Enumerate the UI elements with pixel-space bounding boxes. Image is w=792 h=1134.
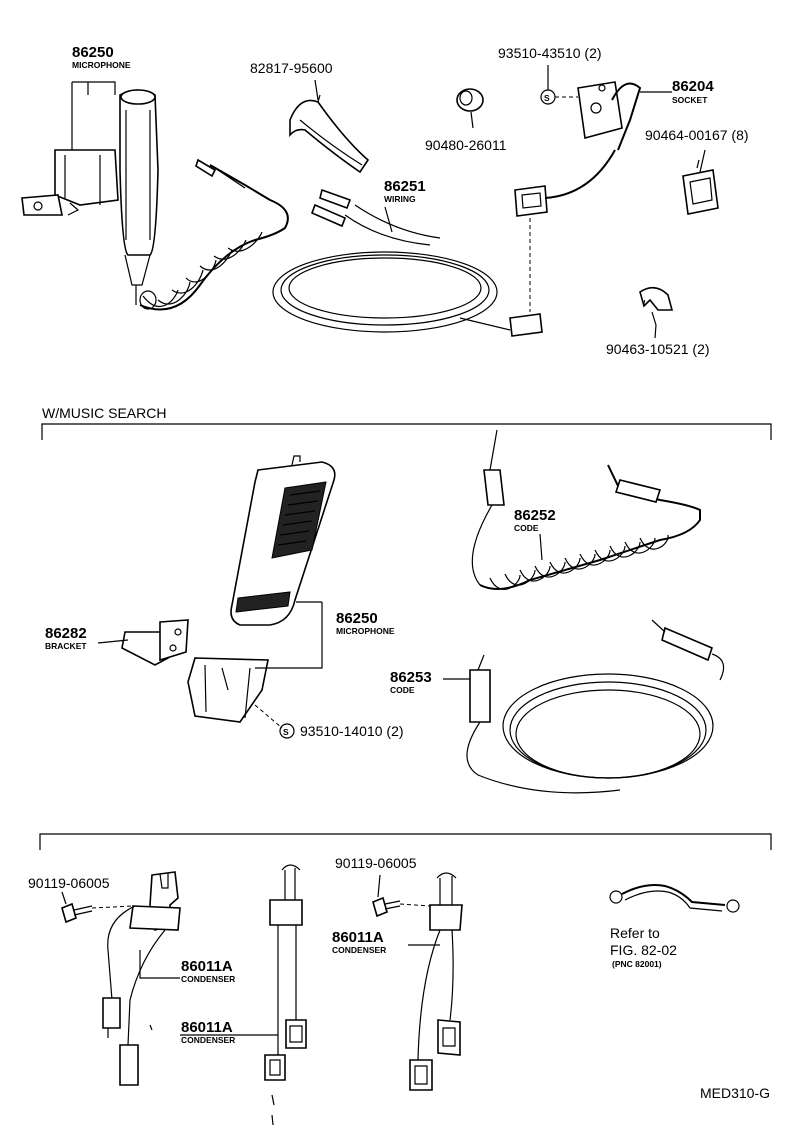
condenser-right-icon: [409, 872, 463, 1091]
condenser-middle-part-name: CONDENSER: [181, 1035, 235, 1045]
leader-grommet: [470, 111, 474, 129]
clip-icon: [682, 159, 719, 215]
condenser-middle-icon: [264, 864, 307, 1081]
grommet-part-number: 90480-26011: [425, 137, 507, 153]
ground-strap-icon: [609, 884, 740, 913]
code2-part-name: CODE: [390, 685, 415, 695]
socket-screw-part-number: 93510-43510 (2): [498, 45, 602, 61]
mic-holder-bracket-icon: [21, 149, 119, 216]
screw-dash-line: [254, 704, 283, 729]
mic-music-search-part-number: 86250: [336, 610, 378, 627]
clip-part-number: 90464-00167 (8): [645, 127, 749, 143]
coiled-cord-top-icon: [139, 158, 289, 311]
clamp-icon: [639, 286, 674, 326]
refer-pnc-label: (PNC 82001): [612, 959, 662, 969]
s-symbol-middle-text: S: [283, 727, 289, 737]
leader-code1: [539, 533, 543, 561]
screw-music-search-part-number: 93510-14010 (2): [300, 723, 404, 739]
condenser-middle-part-number: 86011A: [181, 1019, 233, 1036]
condenser-right-part-name: CONDENSER: [332, 945, 386, 955]
bracket-part-name: BRACKET: [45, 641, 87, 651]
condenser-right-part-number: 86011A: [332, 929, 384, 946]
bolt-right-part-number: 90119-06005: [335, 855, 417, 871]
refer-to-label: Refer to: [610, 925, 660, 941]
cable-holder-icon: [289, 94, 370, 174]
leader-bolt-left: [61, 891, 67, 905]
screw-symbol-music-search: [279, 723, 295, 739]
wiring-part-number: 86251: [384, 178, 426, 195]
leader-clamp: [654, 324, 657, 339]
leader-clip: [699, 149, 706, 173]
center-marks: [271, 1094, 275, 1126]
bolt-left-icon: [61, 902, 134, 924]
s-symbol-top-text: S: [544, 93, 550, 103]
leader-wiring: [384, 206, 393, 233]
bracket-part-number: 86282: [45, 625, 87, 642]
bolt-right-icon: [372, 874, 431, 918]
mic-holder-music-search-icon: [187, 657, 269, 723]
refer-figure-label: FIG. 82-02: [610, 942, 677, 958]
mic-top-part-number: 86250: [72, 44, 114, 61]
mic-top-part-name: MICROPHONE: [72, 60, 131, 70]
leader-bracket: [97, 639, 129, 644]
microphone-top-icon: [119, 89, 159, 305]
code2-part-number: 86253: [390, 669, 432, 686]
clamp-part-number: 90463-10521 (2): [606, 341, 710, 357]
code1-part-name: CODE: [514, 523, 539, 533]
code1-part-number: 86252: [514, 507, 556, 524]
section-bottom-bracket: [39, 833, 772, 850]
microphone-music-search-icon: [230, 455, 336, 626]
coiled-code-music-search-icon: [471, 429, 701, 590]
section-music-search-title: W/MUSIC SEARCH: [42, 405, 166, 421]
leader-mic-top: [71, 81, 116, 150]
cable-code-music-search-icon: [466, 619, 725, 794]
condenser-left-part-number: 86011A: [181, 958, 233, 975]
section-music-search-bracket: [41, 423, 772, 440]
holder-part-number: 82817-95600: [250, 60, 333, 76]
leader-condenser-left: [139, 950, 180, 979]
wiring-harness-icon: [272, 149, 646, 337]
leader-holder: [314, 79, 319, 101]
socket-part-number: 86204: [672, 78, 714, 95]
mic-music-search-part-name: MICROPHONE: [336, 626, 395, 636]
condenser-left-part-name: CONDENSER: [181, 974, 235, 984]
bracket-music-search-icon: [121, 619, 189, 666]
wiring-part-name: WIRING: [384, 194, 416, 204]
bolt-left-part-number: 90119-06005: [28, 875, 110, 891]
condenser-left-icon: [102, 871, 181, 1086]
grommet-icon: [456, 88, 484, 112]
leader-mic-music-search: [255, 601, 323, 669]
figure-code: MED310-G: [700, 1085, 770, 1101]
socket-icon: [540, 81, 642, 151]
socket-part-name: SOCKET: [672, 95, 708, 105]
